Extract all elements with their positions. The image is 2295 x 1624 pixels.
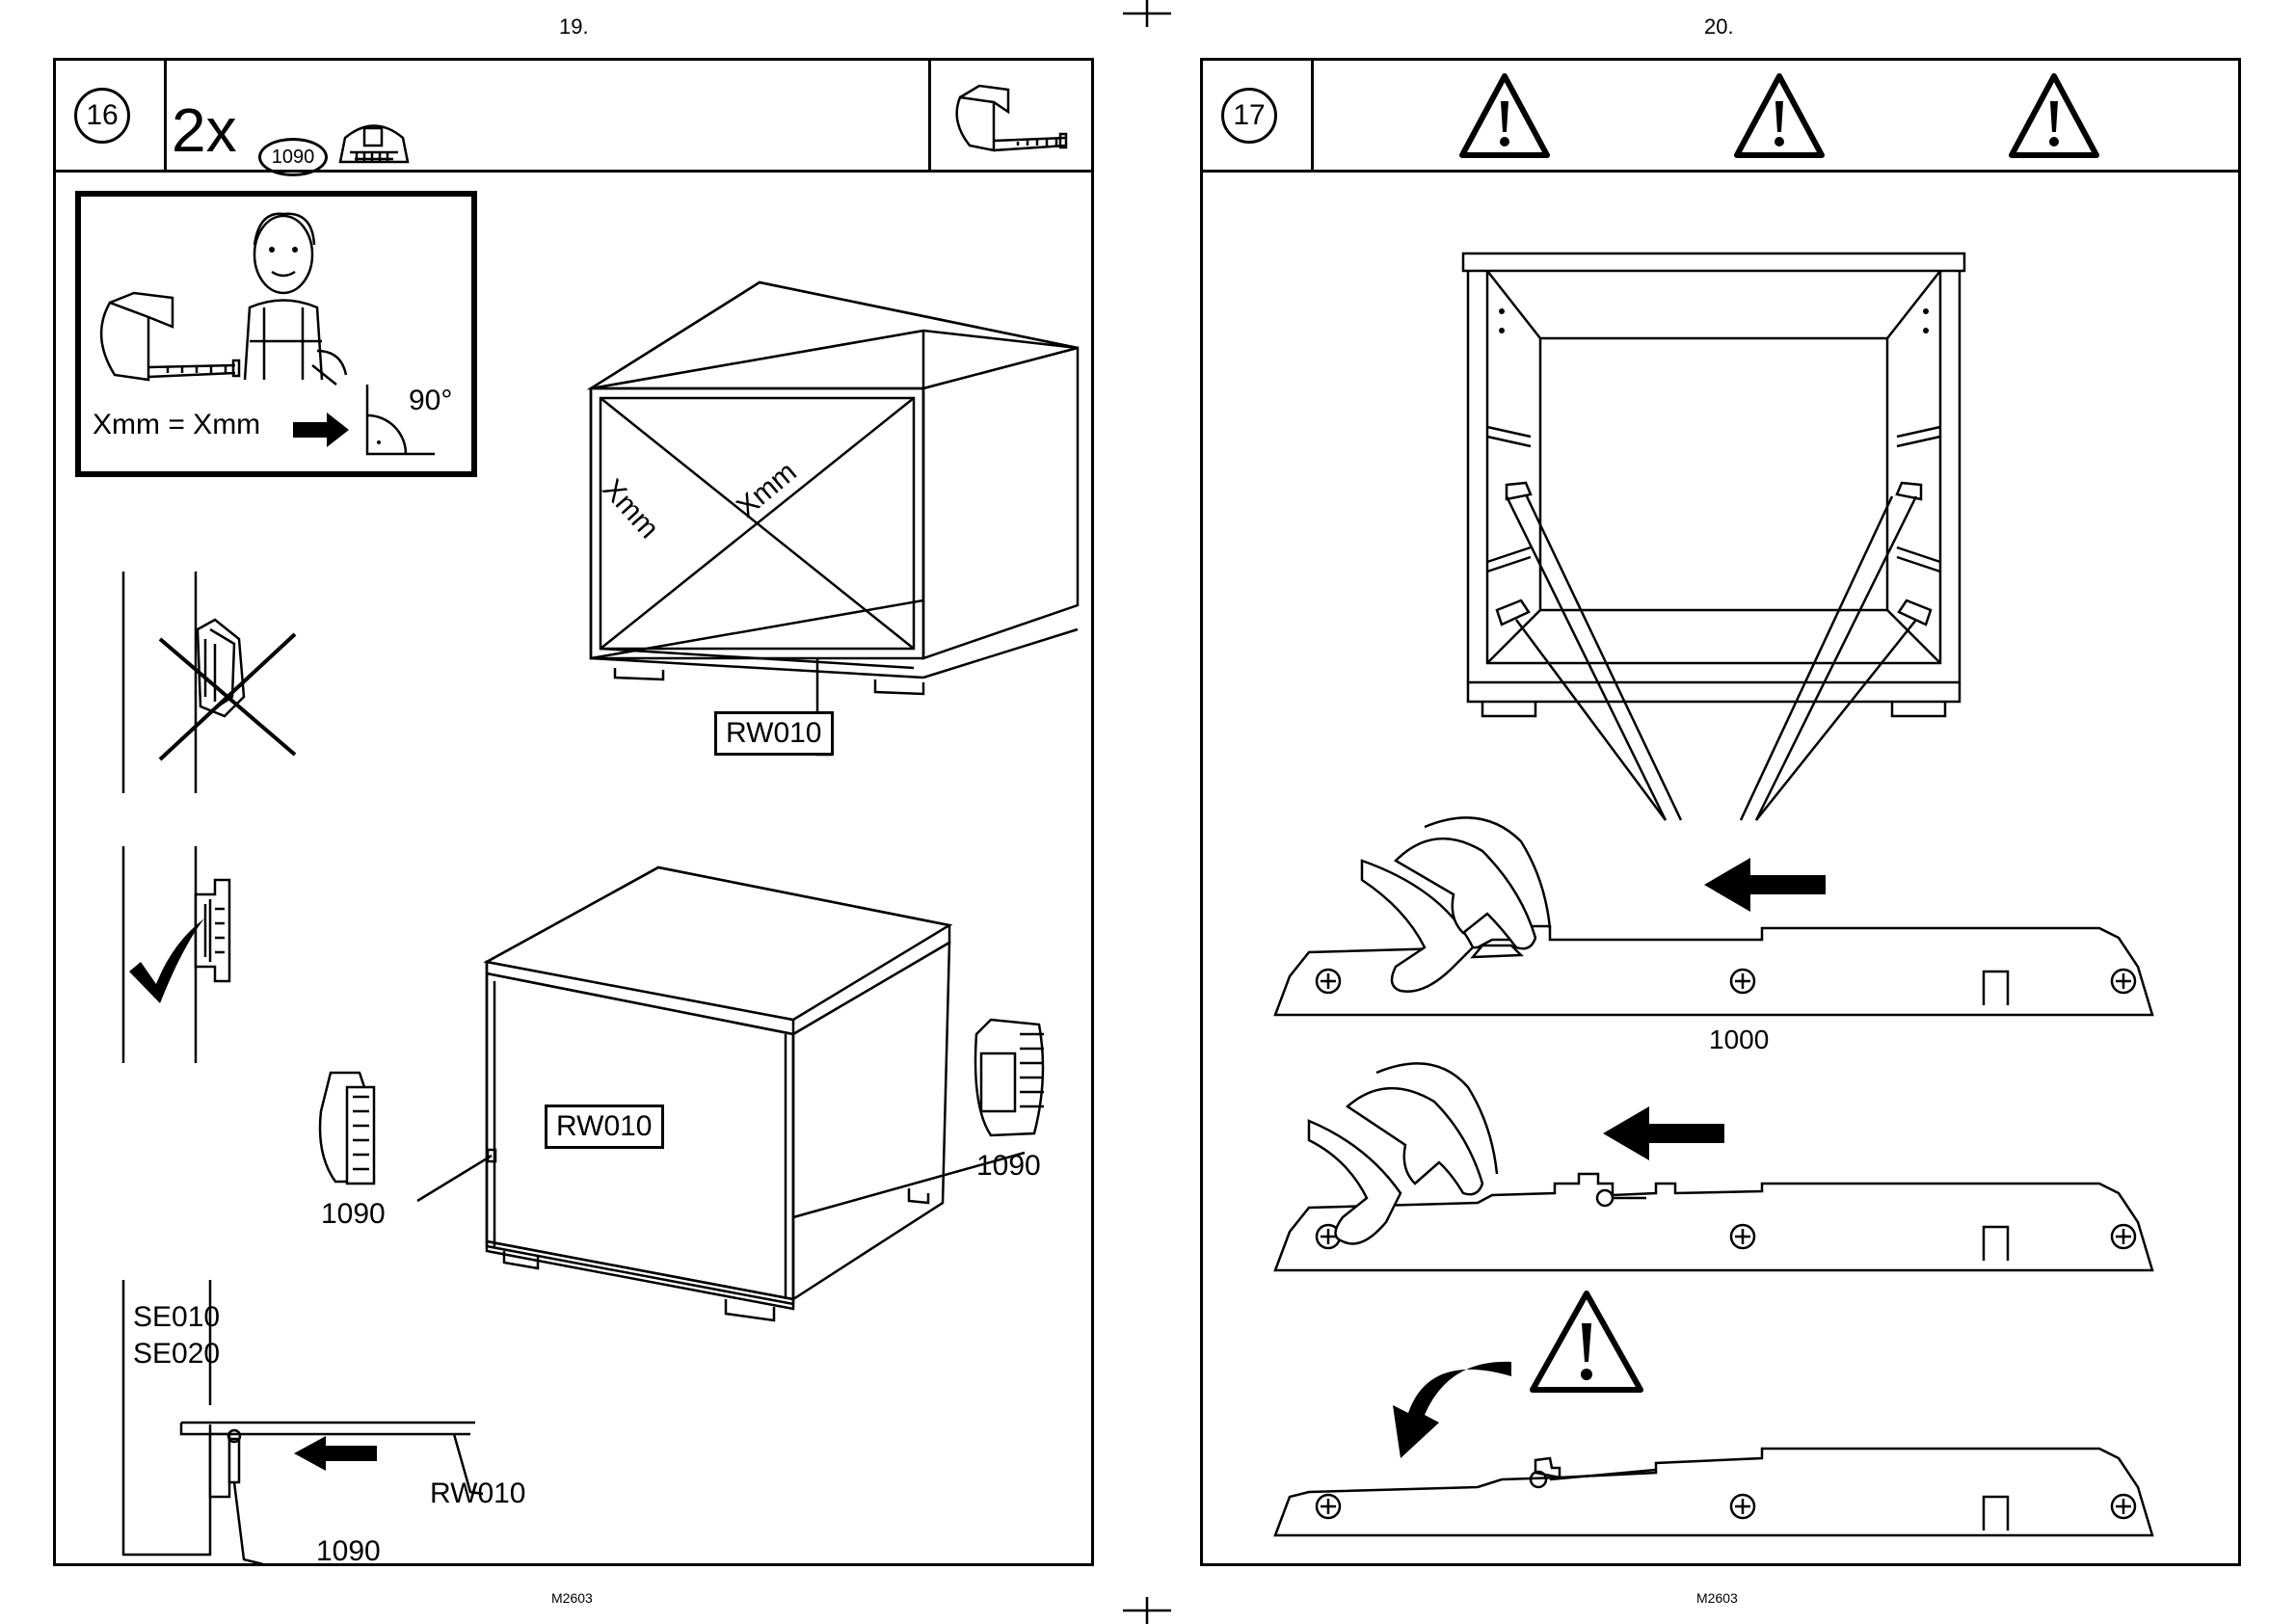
part-code-badge: 1090	[258, 138, 328, 176]
part-label-1090-right: 1090	[976, 1150, 1041, 1183]
worker-mascot	[226, 206, 360, 389]
tape-measure-icon	[950, 78, 1076, 160]
arrow-right-icon	[293, 411, 351, 449]
step-number: 17	[1221, 88, 1277, 144]
step-number-cell: 17	[1203, 61, 1314, 170]
step-number: 16	[74, 88, 130, 144]
quantity: 2x	[172, 99, 237, 161]
arrow-left-icon	[1601, 1105, 1726, 1162]
warning-icon	[1458, 72, 1551, 159]
angle-label: 90°	[409, 385, 452, 417]
step-17-header: 17	[1203, 61, 2238, 173]
footer-code-right: M2603	[1696, 1590, 1738, 1606]
hinge-clip-left	[316, 1068, 398, 1188]
part-label-rw010-top: RW010	[714, 711, 834, 756]
step-16-header: 16 2x 1090	[56, 61, 1091, 173]
warning-icon	[2008, 72, 2100, 159]
part-label-1090-left: 1090	[321, 1198, 386, 1231]
rail-release-1	[1270, 803, 2176, 1034]
step-17-frame: 17	[1200, 58, 2241, 1566]
arrow-left-icon	[292, 1434, 379, 1473]
rail-release-3	[1270, 1400, 2176, 1555]
step-number-cell: 16	[56, 61, 167, 170]
part-label-rw010-door: RW010	[545, 1105, 664, 1149]
checkmark-icon	[129, 918, 206, 1005]
detail-label-1090: 1090	[316, 1535, 381, 1568]
rail-release-2	[1270, 1049, 2176, 1280]
measure-tip-box: Xmm = Xmm 90°	[75, 191, 477, 477]
tool-cell	[928, 61, 1091, 170]
detail-label-rw010: RW010	[430, 1478, 526, 1510]
measure-formula: Xmm = Xmm	[93, 409, 260, 441]
page-number-right: 20.	[1704, 14, 1734, 40]
page-number-left: 19.	[559, 14, 589, 40]
hinge-clip-right	[962, 1020, 1049, 1140]
crop-mark-bottom	[1113, 1595, 1181, 1624]
tape-measure-icon	[91, 288, 245, 394]
arrow-left-icon	[1702, 856, 1828, 914]
warning-icon	[1733, 72, 1826, 159]
footer-code-left: M2603	[551, 1590, 593, 1606]
step-16-frame: 16 2x 1090	[53, 58, 1094, 1566]
crop-mark-top	[1113, 0, 1181, 29]
cabinet-front-view	[1463, 253, 1964, 880]
side-detail-drawing	[119, 1280, 475, 1569]
cross-icon	[155, 629, 300, 764]
warning-icon	[1529, 1290, 1644, 1396]
hinge-clip-icon	[335, 109, 413, 167]
